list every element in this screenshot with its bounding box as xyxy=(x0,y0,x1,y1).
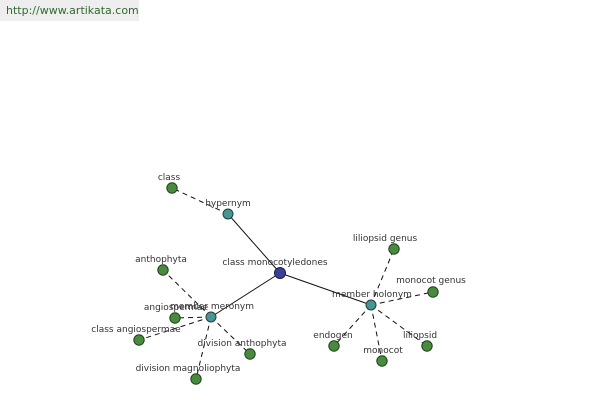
node-label-anthophyta[interactable]: anthophyta xyxy=(135,255,187,265)
node-division-magnoliophyta[interactable] xyxy=(190,373,202,385)
edge-holonym-monocot-genus xyxy=(370,291,434,306)
node-liliopsid-genus[interactable] xyxy=(388,243,400,255)
edge-root-holonym xyxy=(279,272,372,306)
node-label-meronym[interactable]: member meronym xyxy=(170,302,254,312)
node-class-angiospermae[interactable] xyxy=(133,334,145,346)
edges-layer xyxy=(138,187,434,380)
node-label-endogen[interactable]: endogen xyxy=(313,331,352,341)
edge-meronym-division-magnoliophyta xyxy=(195,316,212,380)
node-label-division-magnoliophyta[interactable]: division magnoliophyta xyxy=(136,364,241,374)
edge-holonym-liliopsid-genus xyxy=(370,248,395,306)
node-hypernym[interactable] xyxy=(222,208,234,220)
edge-meronym-angiospermae xyxy=(174,316,212,319)
node-monocot-genus[interactable] xyxy=(427,286,439,298)
node-root[interactable] xyxy=(274,267,286,279)
edge-meronym-anthophyta xyxy=(162,269,212,318)
edge-holonym-liliopsid xyxy=(370,304,428,347)
node-label-class[interactable]: class xyxy=(158,173,181,183)
node-label-liliopsid-genus[interactable]: liliopsid genus xyxy=(353,234,418,244)
node-label-root[interactable]: class monocotyledones xyxy=(222,258,327,268)
edge-meronym-class-angiospermae xyxy=(138,316,212,341)
node-angiospermae[interactable] xyxy=(169,312,181,324)
node-class[interactable] xyxy=(166,182,178,194)
node-label-liliopsid[interactable]: liliopsid xyxy=(403,331,437,341)
edge-hypernym-class xyxy=(171,187,229,215)
node-label-holonym[interactable]: member holonym xyxy=(332,290,412,300)
node-label-hypernym[interactable]: hypernym xyxy=(205,199,251,209)
node-liliopsid[interactable] xyxy=(421,340,433,352)
node-endogen[interactable] xyxy=(328,340,340,352)
node-label-monocot-genus[interactable]: monocot genus xyxy=(396,276,466,286)
node-label-monocot[interactable]: monocot xyxy=(363,346,403,356)
node-holonym[interactable] xyxy=(365,299,377,311)
source-url[interactable]: http://www.artikata.com xyxy=(0,0,139,21)
edge-holonym-monocot xyxy=(370,304,383,362)
edge-root-meronym xyxy=(210,272,281,318)
node-label-angiospermae[interactable]: angiospermae xyxy=(144,303,209,313)
node-label-division-anthophyta[interactable]: division anthophyta xyxy=(197,339,286,349)
node-label-class-angiospermae[interactable]: class angiospermae xyxy=(91,325,181,335)
nodes-layer xyxy=(133,182,439,385)
edge-holonym-endogen xyxy=(333,304,372,347)
node-monocot[interactable] xyxy=(376,355,388,367)
node-division-anthophyta[interactable] xyxy=(244,348,256,360)
labels-layer: class monocotyledones hypernym member mero… xyxy=(91,173,466,374)
edge-root-hypernym xyxy=(227,213,281,274)
node-meronym[interactable] xyxy=(205,311,217,323)
node-anthophyta[interactable] xyxy=(157,264,169,276)
